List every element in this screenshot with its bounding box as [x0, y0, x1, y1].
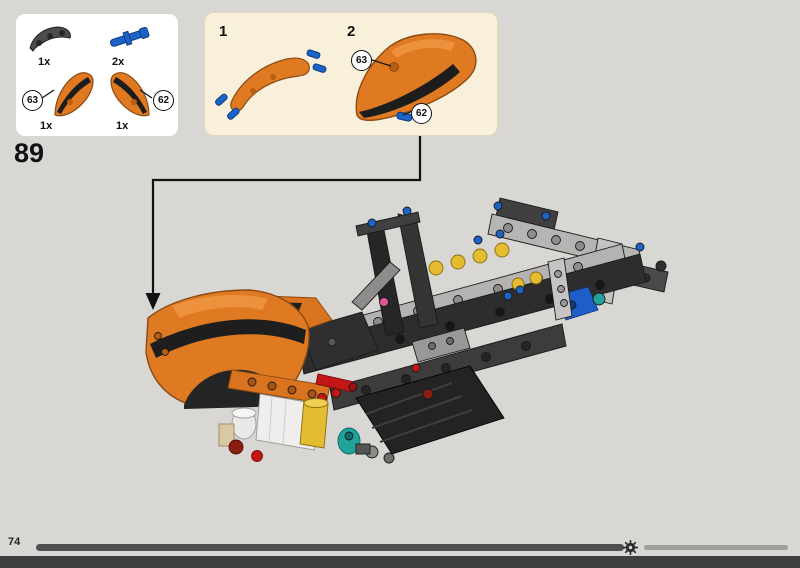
- assembly-arrow: [145, 134, 422, 310]
- substep-1-illustration: [215, 49, 327, 120]
- part-count: 1x: [40, 120, 53, 132]
- callout-62: 62: [411, 103, 432, 124]
- callout-63: 63: [351, 50, 372, 71]
- part-dark-gray-curved-beam-icon: [29, 26, 71, 52]
- gear-icon: [622, 539, 639, 556]
- substep-2-label: 2: [347, 23, 356, 40]
- parts-list-box: 1x 2x 63 1x 62 1x: [16, 14, 178, 136]
- progress-bar: [36, 539, 788, 556]
- substep-1-label: 1: [219, 23, 228, 40]
- part-orange-fairing-right-icon: [110, 72, 150, 117]
- bottom-strip: [0, 556, 800, 568]
- part-count: 1x: [38, 56, 51, 68]
- page-number: 74: [8, 536, 21, 548]
- callout-62: 62: [153, 90, 174, 111]
- progress-track-dark: [36, 544, 624, 551]
- step-number: 89: [14, 138, 45, 168]
- progress-track-light: [644, 545, 788, 550]
- subassembly-box: 1 2 63 62: [204, 12, 498, 136]
- part-count: 1x: [116, 120, 129, 132]
- callout-63: 63: [22, 90, 43, 111]
- part-orange-fairing-left-icon: [54, 72, 94, 117]
- substep-2-illustration: [355, 33, 477, 122]
- part-count: 2x: [112, 56, 125, 68]
- part-blue-pin-icon: [110, 26, 150, 47]
